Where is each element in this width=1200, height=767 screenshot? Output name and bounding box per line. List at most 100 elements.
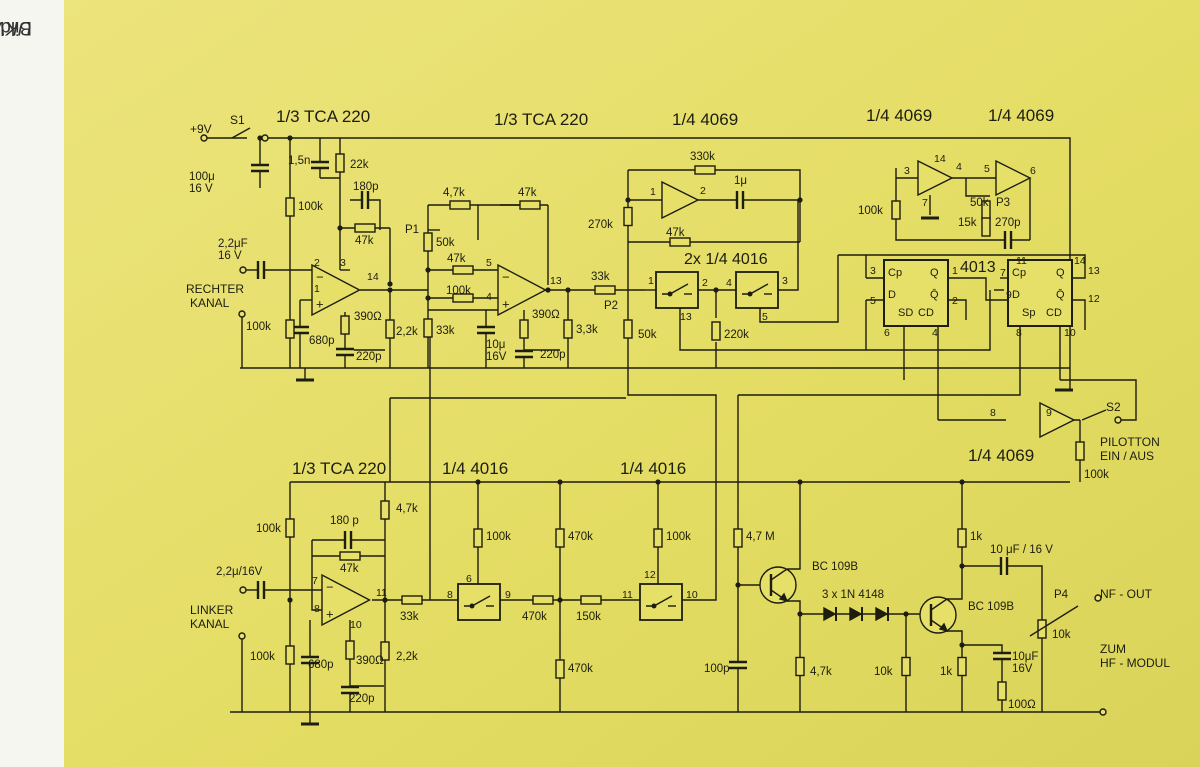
res-100k-d: [891, 200, 901, 220]
switch-s1-label: S1: [230, 113, 245, 127]
switch-4016-d: [639, 583, 683, 621]
res-150k: [580, 595, 602, 605]
pin-s6: 6: [466, 573, 472, 585]
junction-dot: [797, 479, 803, 485]
value-r390-c: 390Ω: [356, 655, 384, 667]
figure-title: UKW-Stereo-Modulatorschaltung: [0, 17, 32, 38]
pin-f7: 7: [1000, 267, 1006, 279]
cap-gap: [291, 327, 309, 333]
terminal: [1114, 416, 1122, 424]
res-33k-c: [594, 285, 616, 295]
value-line: 390Ω: [356, 655, 384, 667]
value-r47k-f: 4,7k: [396, 503, 418, 515]
transistor-collector: [770, 568, 788, 581]
value-line: 1,5n: [288, 155, 310, 167]
flipflop-pin-label: D: [888, 289, 896, 301]
value-q2: BC 109B: [968, 601, 1014, 613]
res-100k-i: [653, 528, 663, 548]
value-line: 100k: [298, 201, 323, 213]
pin-s13: 13: [680, 311, 692, 323]
value-line: 100k: [666, 531, 691, 543]
value-r47k-c: 47k: [518, 187, 537, 199]
res-4m7: [733, 528, 743, 548]
inverter-u3: [661, 180, 700, 220]
junction-dot: [713, 287, 719, 293]
res-4k7-c: [795, 656, 805, 677]
value-line: 50k: [970, 197, 989, 209]
value-line: 2,2μF: [218, 238, 248, 250]
flipflop-pin-label: CD: [918, 307, 934, 319]
junction-dot: [337, 225, 343, 231]
diode: [849, 606, 863, 622]
cap-gap: [515, 351, 533, 357]
cap-gap: [1001, 557, 1007, 575]
value-line: P3: [996, 197, 1010, 209]
junction-dot: [903, 611, 909, 617]
cap-gap: [1005, 231, 1011, 249]
cap-gap: [345, 531, 351, 549]
wire: [627, 368, 717, 601]
value-line: 330k: [690, 151, 715, 163]
flipflop-4013-a: [883, 259, 949, 327]
res-47k-g: [339, 551, 361, 561]
junction-dot: [625, 197, 631, 203]
value-line: 150k: [576, 611, 601, 623]
value-line: 100k: [246, 321, 271, 333]
value-line: 100k: [486, 531, 511, 543]
wire: [628, 169, 801, 200]
value-line: 4,7k: [810, 666, 832, 678]
value-line: 100k: [858, 205, 883, 217]
value-r33k-d: 33k: [400, 611, 419, 623]
res-50k-p1: [423, 232, 433, 252]
terminal: [1099, 708, 1107, 716]
transistor-q1: [759, 566, 797, 604]
junction-dot: [655, 479, 661, 485]
res-330k: [694, 165, 716, 175]
res-270k: [623, 206, 633, 227]
value-line: 47k: [340, 563, 359, 575]
pin-f8: 8: [1016, 327, 1022, 339]
emitter-arrow: [778, 592, 789, 603]
pin-s12: 12: [644, 569, 656, 581]
wire: [946, 482, 963, 600]
minus-sign: −: [502, 270, 510, 285]
value-r47k-e: 47k: [666, 227, 685, 239]
value-line: 100k: [446, 285, 471, 297]
pin-i5: 5: [984, 163, 990, 175]
value-r22k-c: 2,2k: [396, 651, 418, 663]
value-r15k: 15k: [958, 217, 977, 229]
wire: [759, 255, 839, 323]
res-10k: [901, 656, 911, 677]
value-r1k-a: 1k: [970, 531, 982, 543]
value-r100k-a: 100k: [298, 201, 323, 213]
value-line: 220p: [540, 349, 566, 361]
junction-dot: [287, 597, 293, 603]
value-r220k: 220k: [724, 329, 749, 341]
junction-dot: [257, 135, 263, 141]
pin-f5: 5: [870, 295, 876, 307]
value-r270k: 270k: [588, 219, 613, 231]
value-r47k-a: 47k: [355, 235, 374, 247]
value-line: P2: [604, 300, 618, 312]
value-line: 1k: [940, 666, 952, 678]
switch-pivot: [651, 603, 657, 609]
plus-sign: +: [326, 607, 334, 622]
junction-dots: [257, 135, 965, 648]
value-r47k-g: 47k: [340, 563, 359, 575]
value-line: 33k: [591, 271, 610, 283]
cap-gap: [362, 191, 368, 209]
value-line: 50k: [638, 329, 657, 341]
value-line: 4,7 M: [746, 531, 775, 543]
value-line: 680p: [309, 335, 335, 347]
res-390-b: [519, 319, 529, 339]
terminal: [239, 266, 247, 274]
transistor-collector: [930, 598, 948, 611]
flipflop-pin-label: Q: [1056, 267, 1065, 279]
value-line: 1μ: [734, 175, 747, 187]
junction-dot: [565, 287, 571, 293]
